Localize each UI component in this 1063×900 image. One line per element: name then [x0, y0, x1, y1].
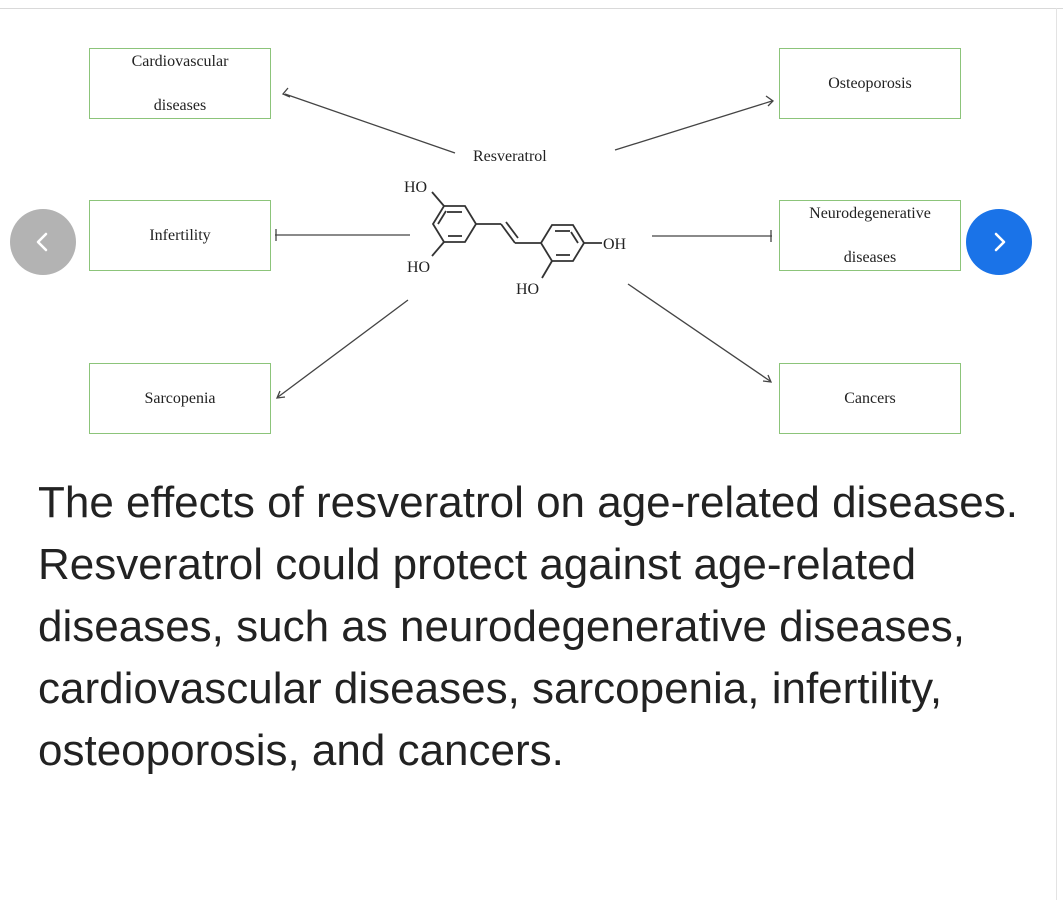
ho-bottom-label: HO: [516, 281, 539, 298]
ho-top-label: HO: [404, 179, 427, 196]
right-divider: [1056, 8, 1057, 900]
chevron-left-icon: [36, 232, 48, 252]
infertility-label: Infertility: [149, 226, 211, 244]
resveratrol-title: Resveratrol: [473, 148, 547, 165]
neurodegenerative-line2: diseases: [843, 248, 897, 266]
osteoporosis-label: Osteoporosis: [828, 74, 912, 92]
box-cancers: Cancers: [779, 363, 961, 434]
oh-right-label: OH: [603, 236, 627, 253]
figure-caption: The effects of resveratrol on age-relate…: [38, 478, 1018, 775]
ho-bottom-left-label: HO: [407, 259, 430, 276]
box-cardiovascular: Cardiovascular diseases: [89, 48, 271, 119]
arrow-sarcopenia: [277, 299, 409, 398]
sarcopenia-label: Sarcopenia: [144, 389, 216, 407]
arrow-cancers: [627, 283, 771, 382]
chevron-right-icon: [994, 232, 1006, 252]
neurodegenerative-line1: Neurodegenerative: [809, 204, 931, 222]
box-sarcopenia: Sarcopenia: [89, 363, 271, 434]
box-osteoporosis: Osteoporosis: [779, 48, 961, 119]
cancers-label: Cancers: [844, 389, 896, 407]
next-image-button[interactable]: [966, 209, 1032, 275]
box-neurodegenerative: Neurodegenerative diseases: [779, 200, 961, 271]
arrow-cardiovascular: [284, 93, 456, 154]
top-divider: [0, 8, 1063, 9]
diagram-canvas: HO HO HO OH Resveratrol: [275, 87, 775, 399]
cardiovascular-line1: Cardiovascular: [131, 52, 229, 70]
resveratrol-structure: [431, 191, 602, 279]
cardiovascular-line2: diseases: [153, 96, 207, 114]
arrow-osteoporosis: [614, 100, 773, 151]
previous-image-button[interactable]: [10, 209, 76, 275]
resveratrol-figure: HO HO HO OH Resveratrol Cardiovascular d…: [89, 48, 961, 434]
box-infertility: Infertility: [89, 200, 271, 271]
